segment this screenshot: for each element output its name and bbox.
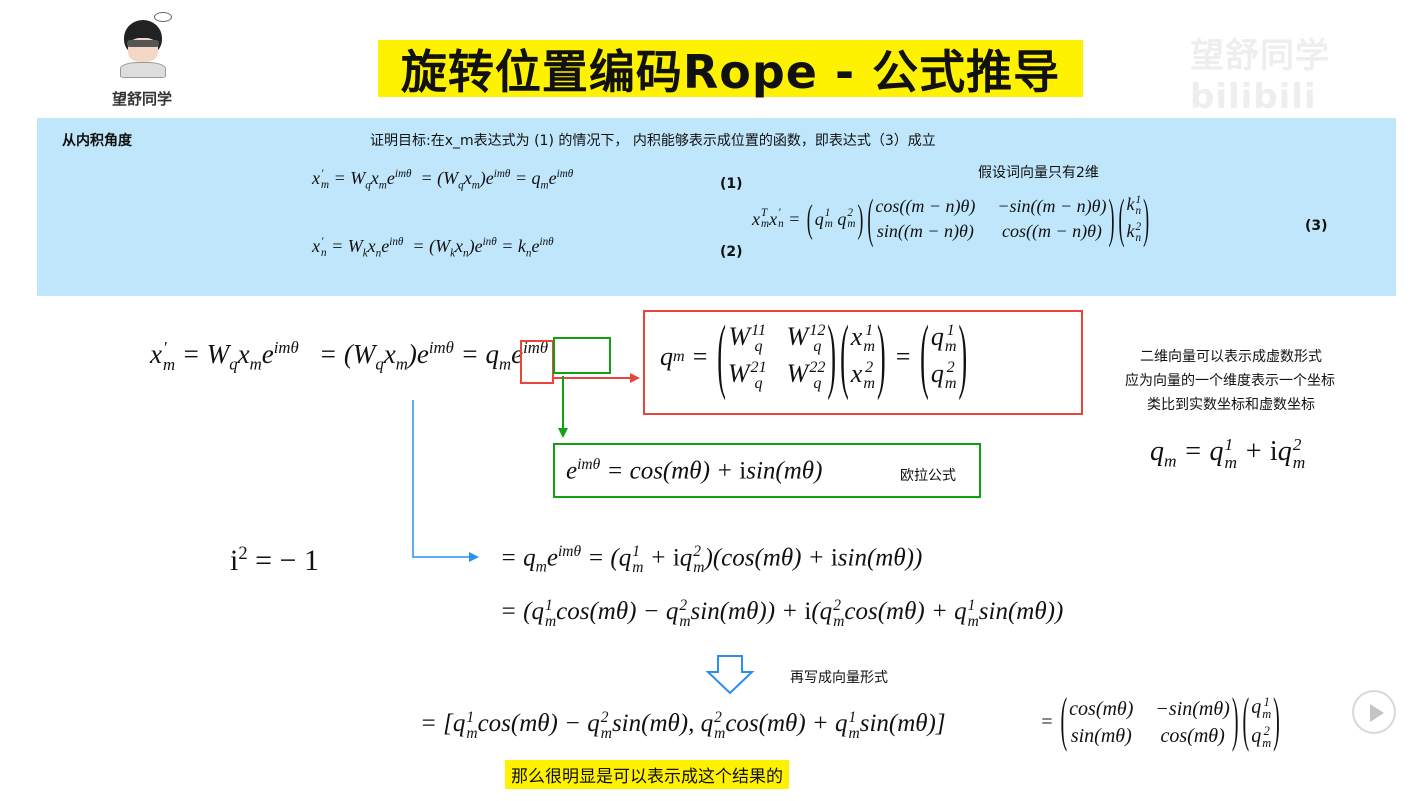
equation-2: x′n = Wkxneinθ = (Wkxn)einθ = kneinθ: [312, 235, 554, 260]
imaginary-unit-equation: i2 = − 1: [230, 543, 319, 577]
down-arrow-icon: [705, 655, 755, 695]
complex-note-2: 应为向量的一个维度表示一个坐标: [1125, 373, 1335, 389]
assumption-text: 假设词向量只有2维: [978, 165, 1099, 181]
green-arrow: [558, 376, 568, 438]
blue-arrow: [412, 400, 479, 562]
euler-label: 欧拉公式: [900, 468, 956, 484]
proof-goal-panel: [37, 118, 1396, 296]
play-button[interactable]: [1352, 690, 1396, 734]
rewrite-label: 再写成向量形式: [790, 670, 888, 686]
section-label: 从内积角度: [62, 133, 132, 149]
complex-note-3: 类比到实数坐标和虚数坐标: [1147, 397, 1315, 413]
exp-highlight-box: [553, 337, 611, 374]
euler-formula: eimθ = cos(mθ) + isin(mθ): [566, 456, 823, 485]
eq-label-2: (2): [720, 244, 743, 260]
euler-formula-box: [553, 443, 981, 498]
play-icon: [1370, 704, 1384, 722]
watermark: 望舒同学 bilibili: [1190, 36, 1330, 117]
equation-1: x′m = Wqxmeimθ = (Wqxm)eimθ = qmeimθ: [312, 167, 574, 192]
page-title: 旋转位置编码Rope - 公式推导: [378, 40, 1083, 99]
avatar: [112, 12, 176, 80]
qm-matrix-box: [643, 310, 1083, 415]
main-equation: x′m = Wqxmeimθ = (Wqxm)eimθ = qmeimθ: [150, 338, 549, 374]
red-arrow: [553, 373, 640, 383]
conclusion-caption: 那么很明显是可以表示成这个结果的: [505, 760, 789, 789]
complex-note-1: 二维向量可以表示成虚数形式: [1140, 349, 1322, 365]
proof-goal: 证明目标:在x_m表达式为 (1) 的情况下， 内积能够表示成位置的函数，即表达…: [370, 133, 936, 149]
eq-label-3: (3): [1305, 218, 1328, 234]
author-name: 望舒同学: [112, 90, 173, 108]
eq-label-1: (1): [720, 176, 743, 192]
